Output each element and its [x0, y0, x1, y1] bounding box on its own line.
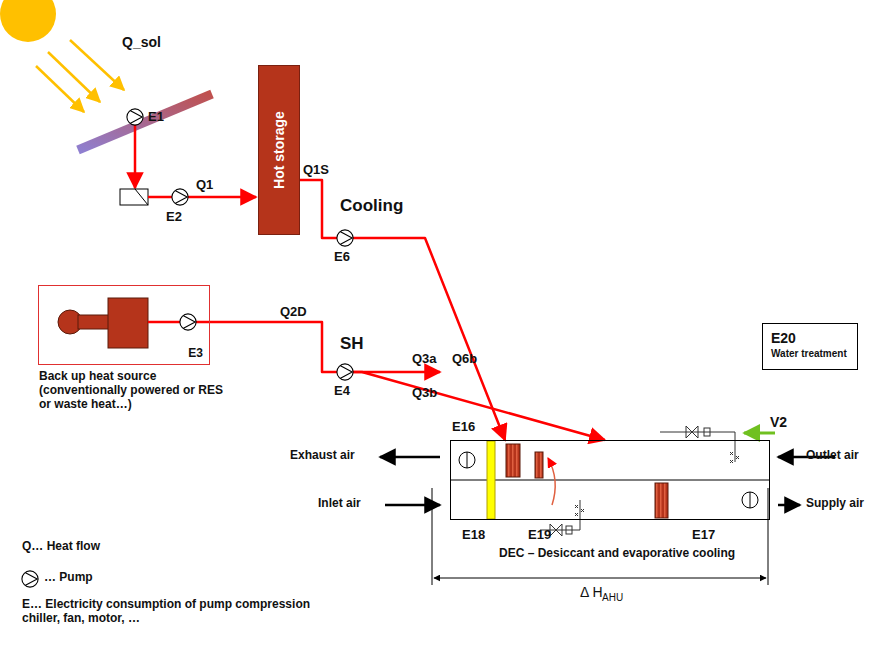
heat-flow-label: Q1 — [196, 178, 213, 193]
callout-number: E16 — [452, 420, 475, 435]
boiler — [108, 298, 148, 348]
pump-symbol — [127, 109, 143, 125]
air-arrows — [380, 457, 835, 505]
air-label: Inlet air — [318, 497, 361, 511]
air-label: Supply air — [806, 497, 864, 511]
pump-symbol — [172, 189, 188, 205]
air-label: Exhaust air — [290, 449, 355, 463]
legend-pump-symbol — [22, 571, 38, 587]
legend-text: … Pump — [44, 571, 93, 585]
pump-symbol — [337, 230, 353, 246]
air-label: Outlet air — [806, 449, 859, 463]
callout-number: E2 — [166, 210, 182, 225]
fan — [459, 452, 475, 468]
legend-note: Q… Heat flow — [22, 540, 100, 554]
heat-flow-label: Q6b — [452, 352, 477, 367]
hot-storage-tank: Hot storage — [258, 65, 300, 235]
heat-pipe — [300, 180, 505, 440]
circuit-title: Cooling — [340, 196, 403, 216]
desiccant-wheel — [487, 441, 495, 519]
pump-symbol — [180, 314, 196, 330]
node-text: Back up heat source (conventionally powe… — [39, 370, 229, 411]
node-text: Hot storage — [271, 111, 287, 189]
callout-number: V2 — [770, 414, 787, 430]
node-text: E3 — [188, 347, 203, 361]
dimension-label: Δ H — [580, 584, 603, 600]
node-text: DEC – Desiccant and evaporative cooling — [499, 547, 735, 561]
heat-flow-label: Q3a — [412, 352, 437, 367]
node-text: E20 — [771, 330, 796, 346]
sun-rays — [36, 40, 124, 112]
solar-collector — [78, 94, 212, 150]
backup-heat-source: E3Back up heat source (conventionally po… — [38, 285, 210, 365]
dimension-subscript: AHU — [602, 592, 623, 604]
heater-coil — [655, 483, 668, 518]
dec-unit: DEC – Desiccant and evaporative cooling — [450, 440, 770, 520]
node-text: Water treatment — [771, 348, 847, 360]
fan — [742, 492, 758, 508]
pipe — [345, 371, 440, 374]
legend-note: E… Electricity consumption of pump compr… — [22, 598, 312, 626]
heat-flow-label: Q3b — [412, 386, 437, 401]
pump-symbol — [337, 364, 353, 380]
water-supply-arrow — [744, 432, 775, 435]
callout-number: E4 — [334, 384, 350, 399]
heat-flow-label: Q1S — [303, 163, 329, 178]
heat-flow-label: Q2D — [280, 305, 307, 320]
callout-number: E1 — [148, 110, 164, 125]
heat-exchanger — [120, 189, 148, 205]
sun — [0, 0, 56, 42]
dimension-line — [432, 488, 768, 585]
callout-number: E6 — [334, 250, 350, 265]
heater-coil — [506, 444, 520, 477]
callout-number: E17 — [692, 528, 715, 543]
pipe — [148, 196, 256, 199]
circuit-title: SH — [340, 334, 364, 354]
water-treatment-box: E20Water treatment — [762, 323, 858, 370]
callout-number: E18 — [462, 528, 485, 543]
heat-pipe — [210, 322, 605, 440]
callout-number: E19 — [528, 528, 551, 543]
heat-recovery — [535, 452, 543, 478]
heat-flow-label: Q_sol — [122, 34, 161, 50]
